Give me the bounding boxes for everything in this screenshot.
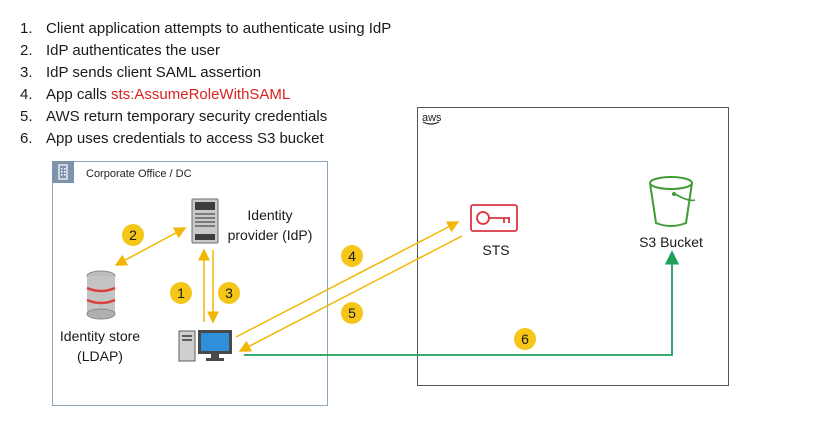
step-text: Client application attempts to authentic… (46, 20, 392, 37)
step-text: IdP sends client SAML assertion (46, 64, 262, 81)
arrow-idp-store (114, 227, 187, 266)
database-icon (85, 270, 117, 325)
building-icon (52, 161, 74, 183)
server-icon (191, 198, 219, 249)
idp-label: Identity provider (IdP) (222, 205, 318, 245)
step-item: 1. Client application attempts to authent… (20, 18, 391, 40)
step-text: IdP authenticates the user (46, 42, 221, 59)
corporate-office-label: Corporate Office / DC (86, 168, 192, 180)
step-item: 3. IdP sends client SAML assertion (20, 62, 391, 84)
arrow-step-5 (238, 235, 463, 352)
key-icon (470, 204, 518, 237)
step-badge-2: 2 (122, 224, 144, 246)
idp-label-line1: Identity (247, 207, 293, 223)
identity-store-line1: Identity store (59, 328, 141, 344)
aws-cloud-box (417, 107, 729, 386)
bucket-icon (645, 174, 697, 235)
step-number: 3. (20, 64, 33, 81)
corporate-office-box (52, 161, 328, 406)
step-number: 6. (20, 130, 33, 147)
idp-label-line2: provider (IdP) (227, 227, 313, 243)
arrow-step-6 (244, 250, 680, 356)
step-item: 4. App calls sts:AssumeRoleWithSAML (20, 84, 391, 106)
step-badge-5: 5 (341, 302, 363, 324)
step-number: 1. (20, 20, 33, 37)
step-number: 5. (20, 108, 33, 125)
s3-bucket-label: S3 Bucket (639, 234, 703, 250)
step-badge-3: 3 (218, 282, 240, 304)
sts-label: STS (482, 242, 510, 258)
step-item: 2. IdP authenticates the user (20, 40, 391, 62)
identity-store-label: Identity store (LDAP) (46, 326, 154, 366)
step-highlight: sts:AssumeRoleWithSAML (111, 86, 291, 103)
step-item: 6. App uses credentials to access S3 buck… (20, 128, 391, 150)
step-text: AWS return temporary security credential… (46, 108, 328, 125)
aws-logo-icon: aws (422, 112, 442, 126)
identity-store-line2: (LDAP) (77, 348, 123, 364)
step-badge-4: 4 (341, 245, 363, 267)
step-text: App uses credentials to access S3 bucket (46, 130, 324, 147)
step-badge-6: 6 (514, 328, 536, 350)
aws-label: aws (422, 112, 442, 124)
step-badge-1: 1 (170, 282, 192, 304)
arrow-step-4 (235, 221, 460, 338)
desktop-computer-icon (178, 328, 234, 369)
step-item: 5. AWS return temporary security credenti… (20, 106, 391, 128)
step-text: App calls (46, 86, 112, 103)
step-number: 2. (20, 42, 33, 59)
steps-list: 1. Client application attempts to authent… (20, 18, 391, 150)
step-number: 4. (20, 86, 33, 103)
